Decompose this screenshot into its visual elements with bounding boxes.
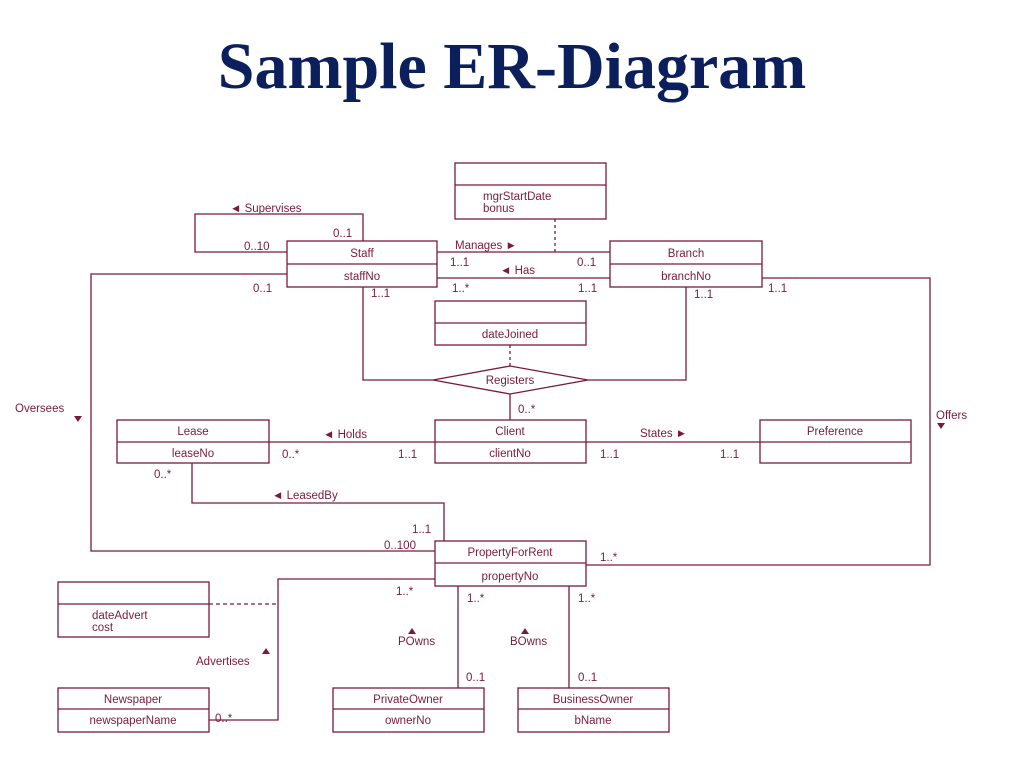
mult-sup-left: 0..10 bbox=[244, 241, 270, 253]
mult-client-holds: 1..1 bbox=[398, 449, 417, 461]
advertises-arrow-icon bbox=[262, 648, 270, 654]
mult-pref-states: 1..1 bbox=[720, 449, 739, 461]
mult-staff-oversees: 0..1 bbox=[253, 283, 272, 295]
supervises-line bbox=[194, 213, 364, 253]
rel-registers: Registers bbox=[486, 375, 535, 387]
entity-name-privateowner: PrivateOwner bbox=[373, 694, 443, 706]
mult-prop-bowns: 1..* bbox=[578, 593, 596, 605]
entity-name-businessowner: BusinessOwner bbox=[553, 694, 634, 706]
mult-prop-oversees: 0..100 bbox=[384, 540, 416, 552]
rel-offers: Offers bbox=[936, 410, 967, 422]
manages-attribute-box bbox=[454, 162, 607, 220]
multiplicity-labels: 0..1 0..10 1..1 0..1 0..1 1..1 1..* 1..1… bbox=[154, 228, 787, 725]
mult-branch-offers: 1..1 bbox=[768, 283, 787, 295]
mult-lease-leasedby: 0..* bbox=[154, 469, 172, 481]
rel-advertises: Advertises bbox=[196, 656, 250, 668]
entity-privateowner[interactable] bbox=[332, 687, 485, 733]
entity-name-branch: Branch bbox=[668, 248, 704, 260]
attr-mgrstartdate: mgrStartDate bbox=[483, 191, 551, 203]
rel-oversees: Oversees bbox=[15, 403, 64, 415]
mult-news-advertises: 0..* bbox=[215, 713, 233, 725]
attr-datejoined: dateJoined bbox=[482, 329, 538, 341]
entity-key-newspaper: newspaperName bbox=[90, 715, 177, 727]
entity-lease[interactable] bbox=[116, 419, 270, 464]
entity-client[interactable] bbox=[434, 419, 587, 464]
entity-name-property: PropertyForRent bbox=[467, 547, 553, 559]
entity-key-businessowner: bName bbox=[574, 715, 611, 727]
mult-branch-registers: 1..1 bbox=[694, 289, 713, 301]
attr-cost: cost bbox=[92, 622, 114, 634]
entity-name-client: Client bbox=[495, 426, 525, 438]
entity-preference[interactable] bbox=[759, 419, 912, 464]
entity-businessowner[interactable] bbox=[517, 687, 670, 733]
entity-labels: Staff staffNo Branch branchNo Lease leas… bbox=[90, 248, 864, 727]
attr-dateadvert: dateAdvert bbox=[92, 610, 148, 622]
connector-lines bbox=[90, 213, 931, 721]
rel-supervises: ◄ Supervises bbox=[230, 203, 302, 215]
entity-newspaper[interactable] bbox=[57, 687, 210, 733]
entity-key-property: propertyNo bbox=[482, 571, 539, 583]
rel-holds: ◄ Holds bbox=[323, 429, 367, 441]
attribute-labels: mgrStartDate bonus dateJoined dateAdvert… bbox=[92, 191, 551, 634]
leasedby-line bbox=[191, 463, 445, 541]
rel-powns: POwns bbox=[398, 636, 435, 648]
relationship-labels: ◄ Supervises Manages ► ◄ Has Registers O… bbox=[15, 203, 967, 668]
mult-client-states: 1..1 bbox=[600, 449, 619, 461]
entity-key-branch: branchNo bbox=[661, 271, 711, 283]
mult-bo-bowns: 0..1 bbox=[578, 672, 597, 684]
attr-bonus: bonus bbox=[483, 203, 515, 215]
mult-lease-holds: 0..* bbox=[282, 449, 300, 461]
bowns-arrow-icon bbox=[521, 628, 529, 634]
entity-boxes bbox=[57, 162, 912, 733]
mult-po-powns: 0..1 bbox=[466, 672, 485, 684]
mult-staff-manages: 1..1 bbox=[450, 257, 469, 269]
offers-arrow-icon bbox=[937, 423, 945, 429]
direction-arrows bbox=[74, 416, 945, 654]
registers-attribute-box bbox=[434, 300, 587, 346]
entity-name-newspaper: Newspaper bbox=[104, 694, 162, 706]
entity-name-staff: Staff bbox=[350, 248, 374, 260]
mult-branch-has: 1..1 bbox=[578, 283, 597, 295]
registers-diamond[interactable] bbox=[432, 365, 589, 395]
oversees-line bbox=[90, 273, 435, 552]
rel-manages: Manages ► bbox=[455, 240, 517, 252]
mult-sup-top: 0..1 bbox=[333, 228, 352, 240]
entity-name-preference: Preference bbox=[807, 426, 863, 438]
entity-key-lease: leaseNo bbox=[172, 448, 214, 460]
mult-prop-offers: 1..* bbox=[600, 552, 618, 564]
mult-client-registers: 0..* bbox=[518, 404, 536, 416]
entity-branch[interactable] bbox=[609, 240, 763, 288]
mult-prop-powns: 1..* bbox=[467, 593, 485, 605]
oversees-arrow-icon bbox=[74, 416, 82, 422]
rel-has: ◄ Has bbox=[500, 265, 535, 277]
rel-bowns: BOwns bbox=[510, 636, 547, 648]
entity-key-client: clientNo bbox=[489, 448, 531, 460]
mult-prop-leasedby: 1..1 bbox=[412, 524, 431, 536]
rel-states: States ► bbox=[640, 428, 687, 440]
entity-staff[interactable] bbox=[286, 240, 438, 288]
offers-line bbox=[586, 277, 931, 566]
mult-staff-registers: 1..1 bbox=[371, 288, 390, 300]
mult-staff-has: 1..* bbox=[452, 283, 470, 295]
entity-key-privateowner: ownerNo bbox=[385, 715, 431, 727]
registers-line-branch bbox=[588, 287, 687, 381]
advertises-attribute-box bbox=[57, 581, 210, 638]
entity-propertyforrent[interactable] bbox=[434, 540, 587, 587]
page-title: Sample ER-Diagram bbox=[217, 30, 807, 103]
powns-arrow-icon bbox=[408, 628, 416, 634]
entity-name-lease: Lease bbox=[177, 426, 208, 438]
registers-line-staff bbox=[362, 287, 433, 381]
advertises-line bbox=[209, 578, 435, 721]
mult-prop-advertises: 1..* bbox=[396, 586, 414, 598]
mult-branch-manages: 0..1 bbox=[577, 257, 596, 269]
entity-key-staff: staffNo bbox=[344, 271, 380, 283]
rel-leasedby: ◄ LeasedBy bbox=[272, 490, 338, 502]
